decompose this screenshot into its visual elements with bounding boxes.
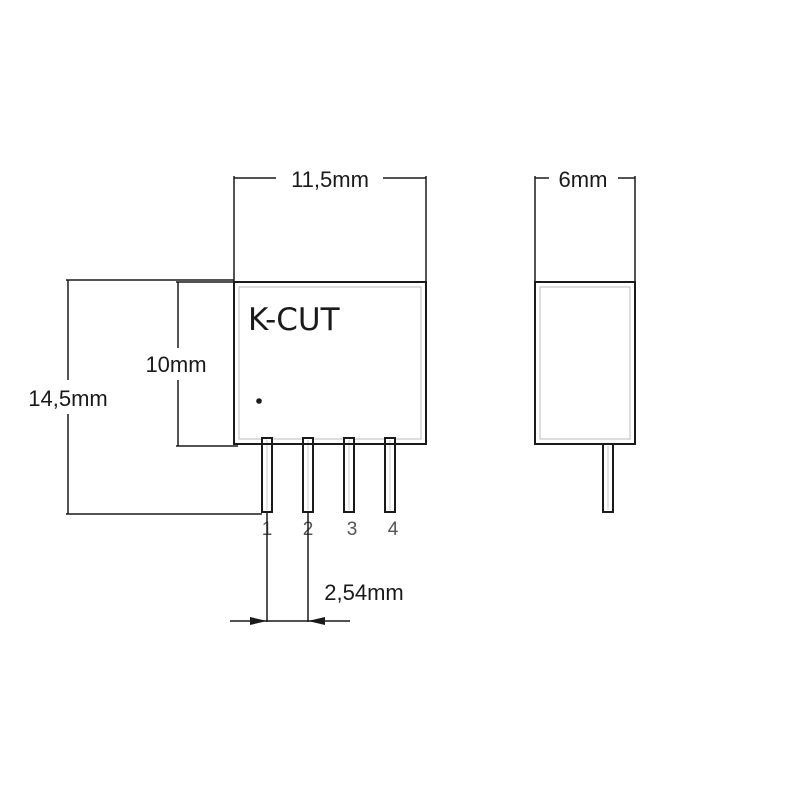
pin1-marker-dot (256, 398, 262, 404)
dimension-width-label: 11,5mm (291, 167, 369, 192)
component-body (233, 281, 427, 445)
dimension-width (233, 176, 427, 282)
dimension-depth (534, 176, 636, 282)
part-name-label: K-CUT (248, 302, 341, 338)
dimension-body-height (176, 281, 238, 447)
dimension-body-height-label: 10mm (145, 352, 206, 377)
front-view: K-CUT 1 2 3 4 (233, 281, 427, 540)
component-body-inner-edge (238, 286, 422, 440)
pin-1 (261, 437, 273, 513)
side-body-inner-edge (539, 286, 631, 440)
pin-2 (302, 437, 314, 513)
dimension-pin-pitch-label: 2,54mm (324, 580, 403, 605)
side-view (534, 281, 636, 513)
pin-3 (343, 437, 355, 513)
pin-number-4: 4 (388, 519, 399, 540)
pin-pitch-arrows (250, 617, 325, 625)
pin-number-3: 3 (347, 519, 358, 540)
dimension-depth-label: 6mm (559, 167, 608, 192)
side-body (534, 281, 636, 445)
dimension-total-height-label: 14,5mm (28, 386, 107, 411)
dimension-total-height (66, 279, 262, 515)
pin-4 (384, 437, 396, 513)
dimension-pin-pitch (230, 512, 350, 622)
